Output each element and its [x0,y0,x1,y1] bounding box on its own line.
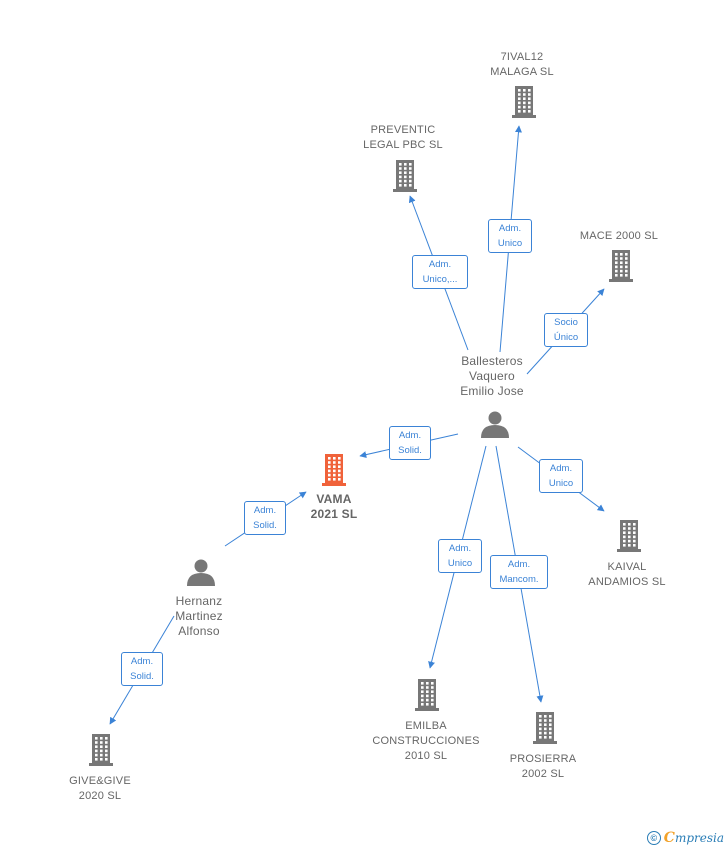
edge-label-e-vama-b[interactable]: Adm. Solid. [389,426,431,460]
edge-label-line: Unico [548,478,574,489]
building-icon-vama[interactable] [322,454,346,486]
company-label-line: 2021 SL [310,507,358,521]
edge-label-line: Adm. [428,259,452,270]
company-label-emilba[interactable]: EMILBA CONSTRUCCIONES 2010 SL [372,719,479,764]
company-label-line: VAMA [316,492,352,506]
company-label-line: LEGAL PBC SL [363,139,443,151]
edge-label-line: Solid. [130,671,154,682]
edge-label-line: Socio [554,317,578,328]
edge-label-line: Unico [497,238,523,249]
brand-logo: Cmpresia [663,830,724,846]
company-label-line: PROSIERRA [509,753,577,765]
company-label-line: MALAGA SL [490,66,554,78]
company-label-line: 2020 SL [78,790,122,802]
company-label-line: PREVENTIC [370,124,436,136]
company-label-line: 7IVAL12 [500,51,544,63]
building-icon-prosierra[interactable] [533,712,557,744]
building-icon-mace[interactable] [609,250,633,282]
person-icon-ballesteros[interactable] [481,411,509,439]
building-icon-preventic[interactable] [393,160,417,192]
building-icon-emilba[interactable] [415,679,439,711]
company-label-preventic[interactable]: PREVENTIC LEGAL PBC SL [363,123,443,153]
company-label-line: GIVE&GIVE [69,775,131,787]
person-label-line: Vaquero [469,369,515,383]
edge-label-e-emilba[interactable]: Adm. Unico [438,539,482,573]
company-label-line: 2002 SL [521,768,565,780]
company-label-line: 2010 SL [404,750,448,762]
person-label-line: Alfonso [178,624,220,638]
edge-label-line: Mancom. [499,574,539,585]
edge-label-line: Único [553,332,579,343]
edge-label-e-preventic[interactable]: Adm. Unico,... [412,255,468,289]
edge-label-line: Adm. [448,543,472,554]
edge-label-e-give[interactable]: Adm. Solid. [121,652,163,686]
company-label-give[interactable]: GIVE&GIVE 2020 SL [69,774,131,804]
company-label-mace[interactable]: MACE 2000 SL [580,229,658,244]
building-icon-give[interactable] [89,734,113,766]
person-label-line: Hernanz [175,594,223,608]
building-icon-7ival[interactable] [512,86,536,118]
person-label-line: Martinez [175,609,223,623]
edge-label-e-prosierra[interactable]: Adm. Mancom. [490,555,548,589]
company-label-prosierra[interactable]: PROSIERRA 2002 SL [510,752,577,782]
edge-label-line: Adm. [549,463,573,474]
person-icon-hernanz[interactable] [187,559,215,587]
edge-label-e-7ival[interactable]: Adm. Unico [488,219,532,253]
company-label-kaival[interactable]: KAIVAL ANDAMIOS SL [588,560,665,590]
edge-label-line: Adm. [253,505,277,516]
edge-label-line: Unico,... [422,274,458,285]
edge-label-line: Solid. [398,445,422,456]
footer-brand[interactable]: © Cmpresia [646,830,724,846]
edge-label-line: Adm. [498,223,522,234]
company-label-line: KAIVAL [607,561,647,573]
person-label-line: Emilio Jose [460,384,524,398]
company-label-line: MACE 2000 SL [579,230,659,242]
company-label-line: CONSTRUCCIONES [372,735,480,747]
icons-layer [89,86,641,766]
edge-label-e-vama-h[interactable]: Adm. Solid. [244,501,286,535]
building-icon-kaival[interactable] [617,520,641,552]
copyright-icon: © [646,831,661,845]
edge-label-line: Unico [447,558,473,569]
company-label-line: EMILBA [405,720,447,732]
edge-label-line: Adm. [130,656,154,667]
company-label-line: ANDAMIOS SL [588,576,666,588]
edge-label-line: Adm. [398,430,422,441]
edge-label-line: Solid. [253,520,277,531]
edge-label-line: Adm. [507,559,531,570]
person-label-line: Ballesteros [461,354,523,368]
edge-label-e-kaival[interactable]: Adm. Unico [539,459,583,493]
